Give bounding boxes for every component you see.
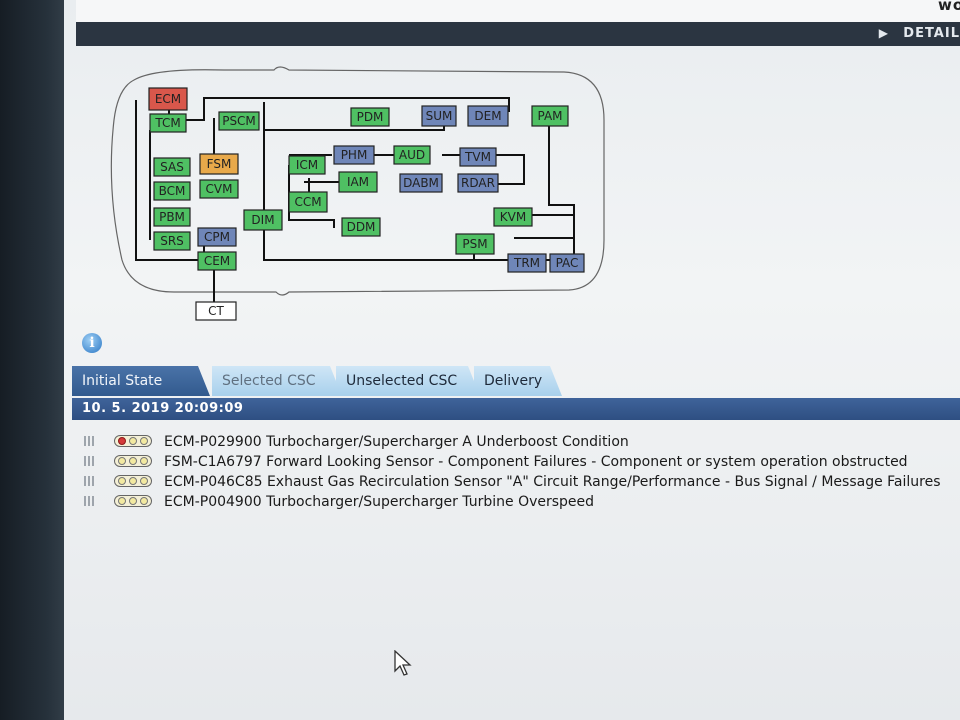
- drag-handle-icon[interactable]: [84, 496, 94, 506]
- module-label: KVM: [500, 210, 526, 224]
- dtc-list: ECM-P029900 Turbocharger/Supercharger A …: [84, 432, 960, 512]
- module-node-ct[interactable]: CT: [195, 301, 237, 321]
- drag-handle-icon[interactable]: [84, 436, 94, 446]
- module-label: TRM: [513, 256, 540, 270]
- module-label: FSM: [207, 157, 232, 171]
- module-node-icm[interactable]: ICM: [288, 155, 326, 175]
- module-label: CCM: [294, 195, 321, 209]
- dtc-text: FSM-C1A6797 Forward Looking Sensor - Com…: [164, 454, 908, 470]
- module-node-trm[interactable]: TRM: [507, 253, 547, 273]
- module-label: IAM: [347, 175, 369, 189]
- status-lamp-icon: [114, 455, 152, 467]
- module-label: BCM: [159, 184, 186, 198]
- module-node-bcm[interactable]: BCM: [153, 181, 191, 201]
- module-label: CT: [208, 304, 224, 318]
- status-lamp-icon: [114, 435, 152, 447]
- details-bar: ▶ DETAIL: [76, 22, 960, 46]
- module-node-dabm[interactable]: DABM: [399, 173, 443, 193]
- module-label: DABM: [403, 176, 439, 190]
- tab-initial-state[interactable]: Initial State: [72, 366, 210, 396]
- module-label: PSCM: [222, 114, 256, 128]
- module-node-iam[interactable]: IAM: [338, 171, 378, 193]
- module-node-pam[interactable]: PAM: [531, 105, 569, 127]
- dtc-row[interactable]: FSM-C1A6797 Forward Looking Sensor - Com…: [84, 452, 960, 472]
- module-node-srs[interactable]: SRS: [153, 231, 191, 251]
- module-node-aud[interactable]: AUD: [393, 145, 431, 165]
- module-node-cpm[interactable]: CPM: [197, 227, 237, 247]
- module-label: SUM: [426, 109, 453, 123]
- app-window: wo ▶ DETAIL ECM TCM PSCM: [64, 0, 960, 720]
- module-label: CVM: [206, 182, 233, 196]
- dtc-row[interactable]: ECM-P004900 Turbocharger/Supercharger Tu…: [84, 492, 960, 512]
- module-node-pdm[interactable]: PDM: [350, 107, 390, 127]
- module-node-phm[interactable]: PHM: [333, 145, 375, 165]
- module-node-dim[interactable]: DIM: [243, 209, 283, 231]
- session-date-header: 10. 5. 2019 20:09:09: [72, 398, 960, 420]
- module-label: PAC: [556, 256, 579, 270]
- module-node-sum[interactable]: SUM: [421, 105, 457, 127]
- module-label: PBM: [159, 210, 185, 224]
- mouse-pointer-icon: [394, 650, 412, 676]
- module-node-ccm[interactable]: CCM: [288, 191, 328, 213]
- module-node-sas[interactable]: SAS: [153, 157, 191, 177]
- module-label: ICM: [296, 158, 318, 172]
- network-topology-diagram: ECM TCM PSCM PDM SUM DEM PAM SAS FSM BCM CVM PBM SRS…: [110, 66, 605, 321]
- module-node-fsm[interactable]: FSM: [199, 153, 239, 175]
- module-label: TCM: [154, 116, 180, 130]
- module-node-psm[interactable]: PSM: [455, 233, 495, 255]
- dtc-text: ECM-P046C85 Exhaust Gas Recirculation Se…: [164, 474, 941, 490]
- module-label: CEM: [204, 254, 230, 268]
- module-label: ECM: [155, 92, 181, 106]
- dtc-row[interactable]: ECM-P046C85 Exhaust Gas Recirculation Se…: [84, 472, 960, 492]
- expand-arrow-icon[interactable]: ▶: [878, 26, 888, 40]
- module-label: SRS: [160, 234, 184, 248]
- module-nodes: ECM TCM PSCM PDM SUM DEM PAM SAS FSM BCM CVM PBM SRS…: [148, 87, 585, 321]
- dtc-text: ECM-P004900 Turbocharger/Supercharger Tu…: [164, 494, 595, 510]
- tab-delivery[interactable]: Delivery: [474, 366, 562, 396]
- drag-handle-icon[interactable]: [84, 476, 94, 486]
- module-node-cem[interactable]: CEM: [197, 251, 237, 271]
- module-node-kvm[interactable]: KVM: [493, 207, 533, 227]
- bus-lines: [135, 97, 575, 305]
- tab-selected-csc[interactable]: Selected CSC: [212, 366, 342, 396]
- module-label: DDM: [347, 220, 376, 234]
- module-node-tvm[interactable]: TVM: [459, 147, 497, 167]
- module-label: PDM: [357, 110, 384, 124]
- module-label: SAS: [160, 160, 184, 174]
- top-header: wo: [76, 0, 960, 22]
- module-label: TVM: [464, 150, 491, 164]
- module-label: DIM: [251, 213, 274, 227]
- vehicle-outline: [110, 66, 605, 296]
- module-label: PSM: [462, 237, 487, 251]
- module-node-tcm[interactable]: TCM: [149, 113, 187, 133]
- module-label: RDAR: [461, 176, 495, 190]
- module-node-dem[interactable]: DEM: [467, 105, 509, 127]
- detail-button[interactable]: DETAIL: [903, 26, 960, 41]
- status-lamp-icon: [114, 495, 152, 507]
- tab-unselected-csc[interactable]: Unselected CSC: [336, 366, 480, 396]
- status-lamp-icon: [114, 475, 152, 487]
- module-node-rdar[interactable]: RDAR: [457, 173, 499, 193]
- module-label: PHM: [341, 148, 368, 162]
- module-node-ecm[interactable]: ECM: [148, 87, 188, 111]
- module-node-pac[interactable]: PAC: [549, 253, 585, 273]
- module-label: CPM: [204, 230, 230, 244]
- dtc-text: ECM-P029900 Turbocharger/Supercharger A …: [164, 434, 629, 450]
- module-label: AUD: [399, 148, 425, 162]
- module-node-pscm[interactable]: PSCM: [218, 111, 260, 131]
- module-label: PAM: [537, 109, 562, 123]
- header-right-text: wo: [938, 0, 960, 14]
- info-icon[interactable]: i: [82, 333, 102, 353]
- drag-handle-icon[interactable]: [84, 456, 94, 466]
- dtc-row[interactable]: ECM-P029900 Turbocharger/Supercharger A …: [84, 432, 960, 452]
- module-node-ddm[interactable]: DDM: [341, 217, 381, 237]
- module-node-pbm[interactable]: PBM: [153, 207, 191, 227]
- module-label: DEM: [474, 109, 501, 123]
- module-node-cvm[interactable]: CVM: [199, 179, 239, 199]
